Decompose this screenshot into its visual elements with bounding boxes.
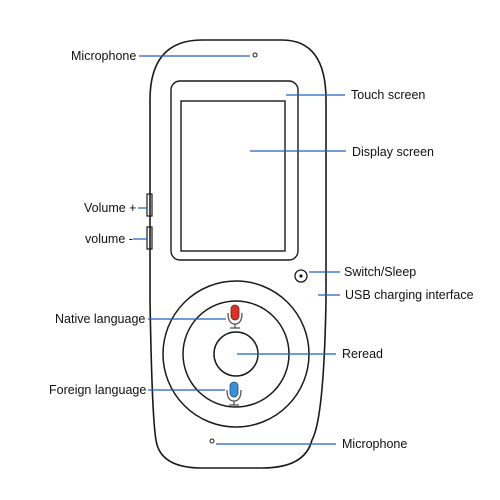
label-volume-plus: Volume + xyxy=(84,201,136,215)
label-usb-charging: USB charging interface xyxy=(345,288,474,302)
label-volume-minus: volume - xyxy=(85,232,133,246)
label-microphone-bottom: Microphone xyxy=(342,437,407,451)
microphone-hole-top xyxy=(252,52,258,58)
callout-labels: Microphone Touch screen Display screen V… xyxy=(49,49,474,451)
label-foreign-language: Foreign language xyxy=(49,383,146,397)
native-language-microphone-icon xyxy=(227,304,243,329)
volume-down-button xyxy=(146,226,153,250)
switch-sleep-button xyxy=(294,269,308,283)
device-body xyxy=(149,39,327,469)
volume-up-button xyxy=(146,193,153,217)
label-touch-screen: Touch screen xyxy=(351,88,425,102)
label-display-screen: Display screen xyxy=(352,145,434,159)
label-switch-sleep: Switch/Sleep xyxy=(344,265,416,279)
microphone-hole-bottom xyxy=(209,438,215,444)
touch-screen-frame xyxy=(170,80,299,261)
switch-sleep-dot xyxy=(299,274,303,278)
display-screen xyxy=(180,100,286,252)
label-reread: Reread xyxy=(342,347,383,361)
label-native-language: Native language xyxy=(55,312,145,326)
device xyxy=(146,39,327,469)
leader-lines xyxy=(133,55,346,445)
foreign-language-microphone-icon xyxy=(226,381,242,406)
label-microphone-top: Microphone xyxy=(71,49,136,63)
